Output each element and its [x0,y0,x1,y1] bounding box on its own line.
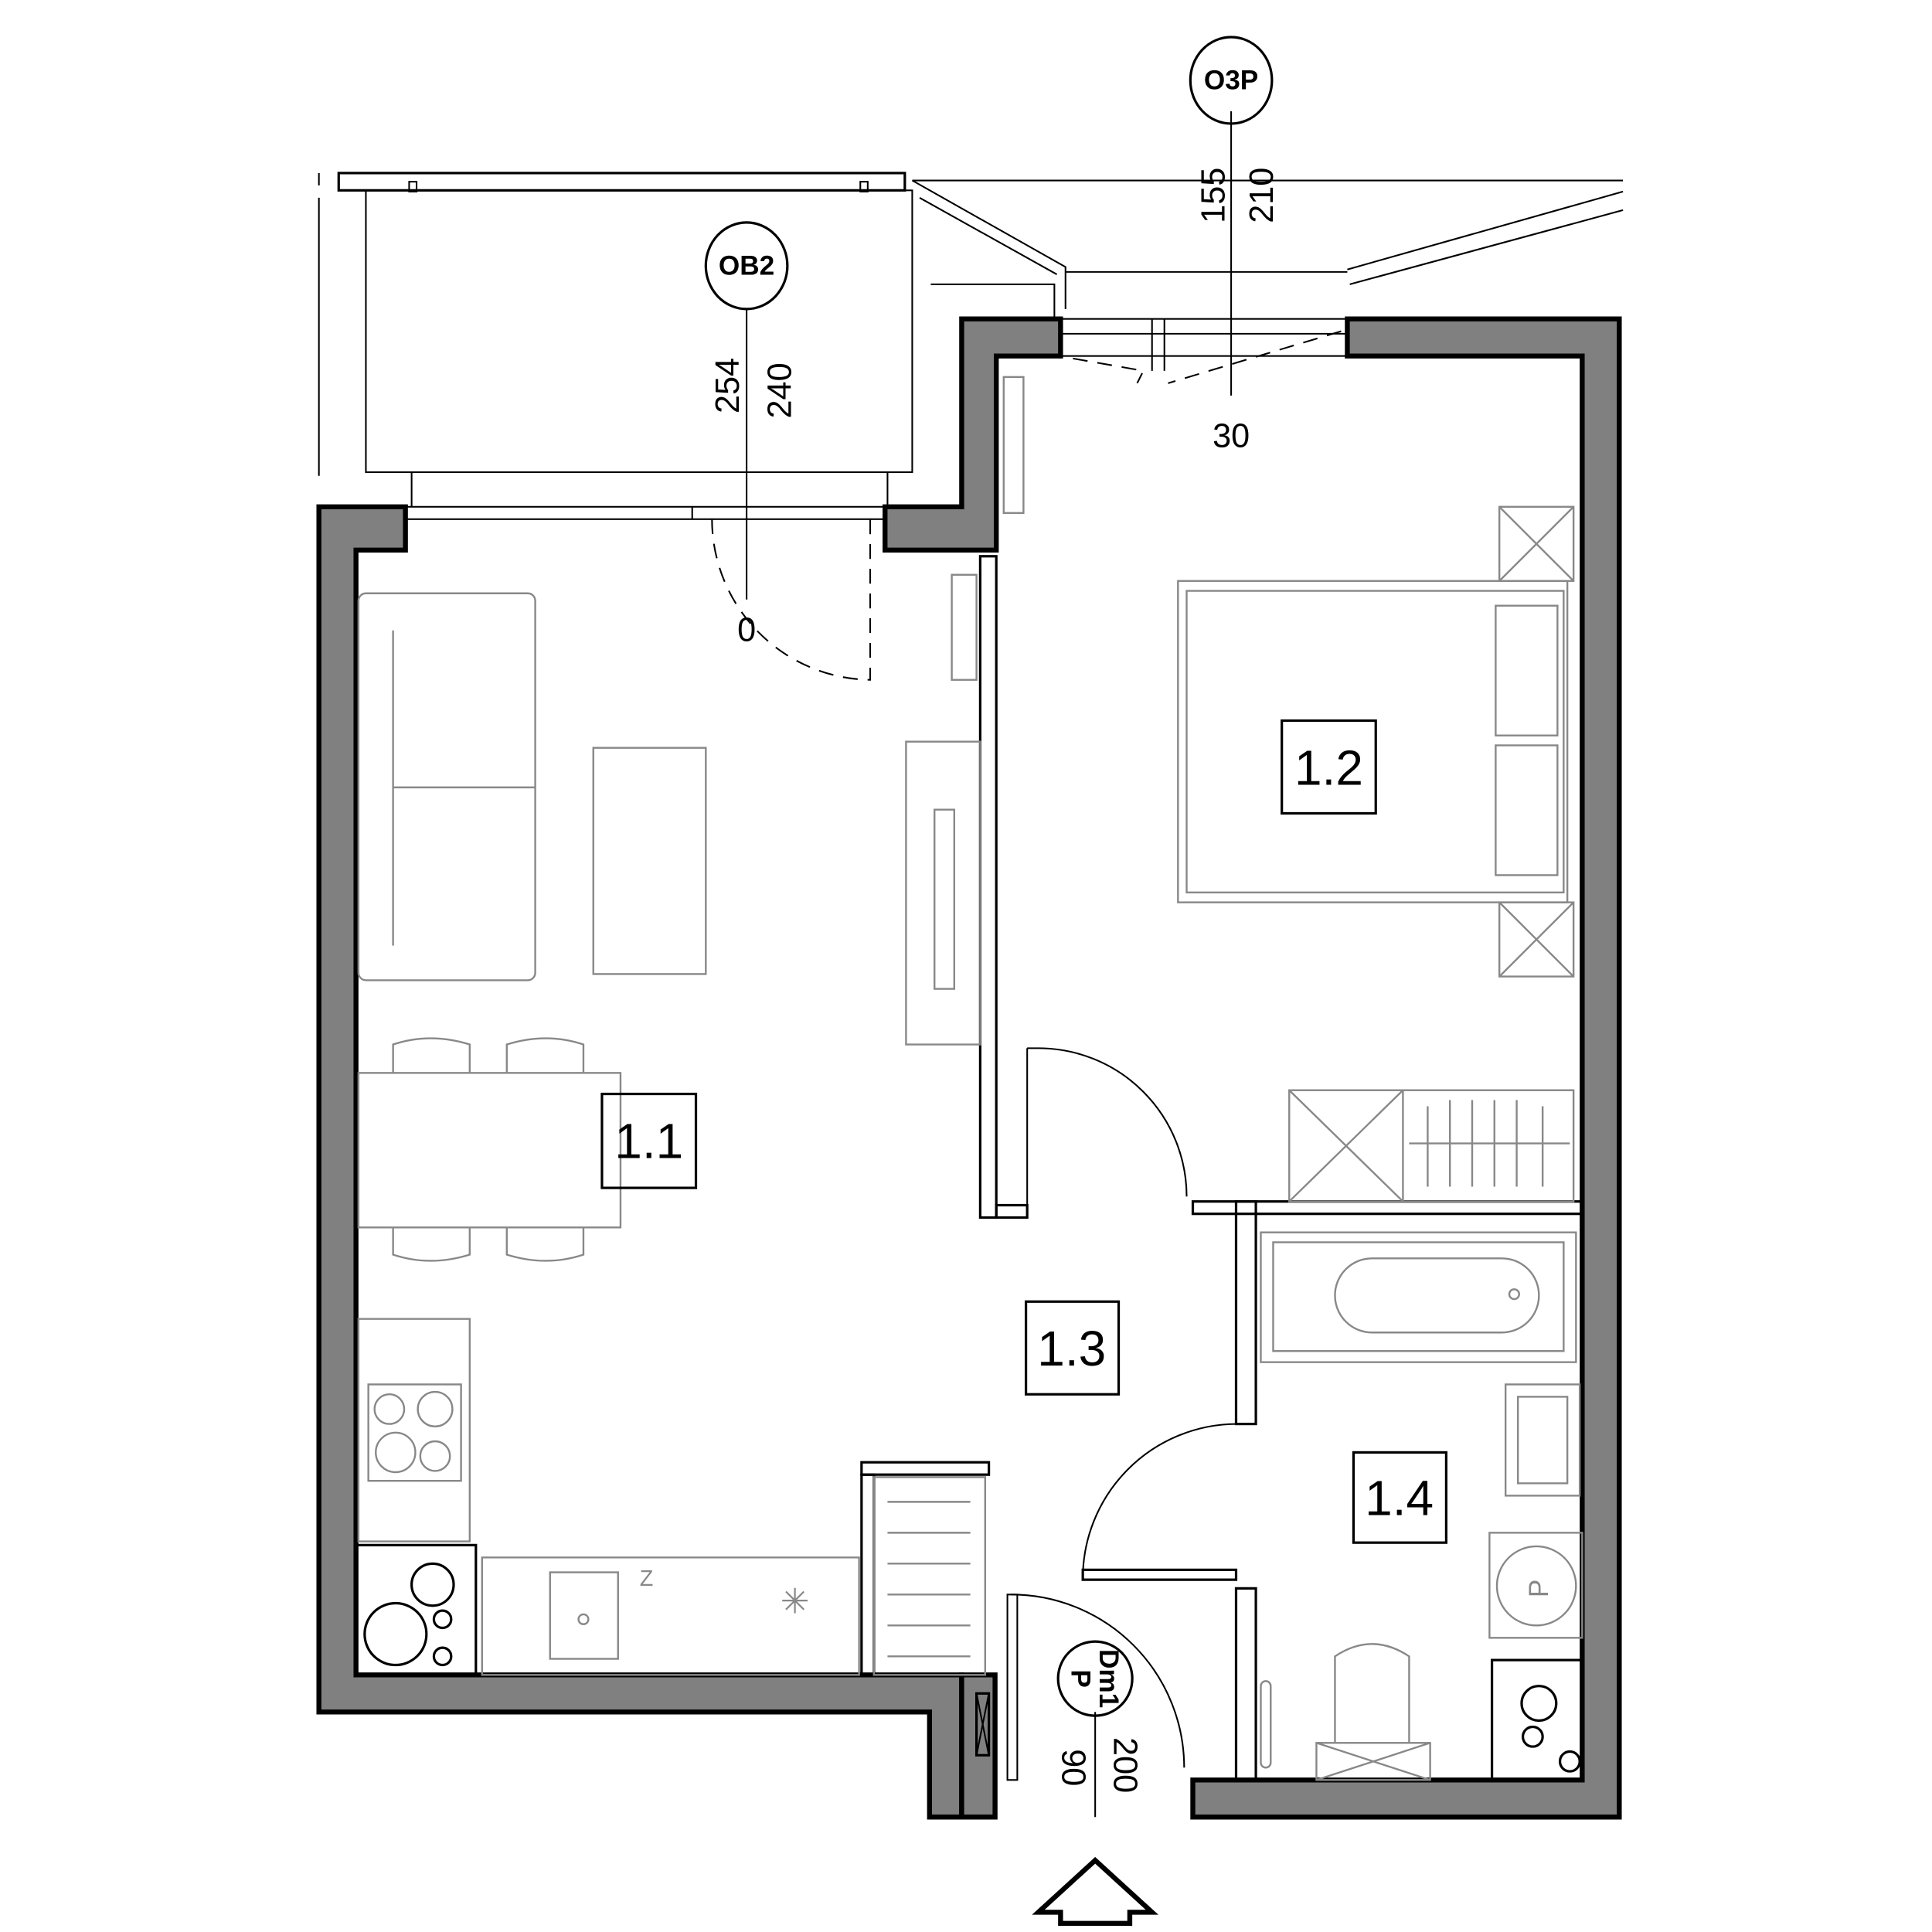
balcony-door-sill: 0 [737,612,756,649]
partitions: Dm1 P 90 200 [860,555,1583,1927]
balcony-door-dim-b: 240 [761,362,798,418]
window-tag: O3P [1204,65,1258,95]
fridge-label: Z [640,1566,654,1591]
balcony-door-dim-a: 254 [709,358,747,413]
window-sill: 30 [1213,418,1250,455]
balcony [318,172,1624,507]
window: O3P 155 210 30 [1060,36,1349,455]
room-label-1-3: 1.3 [1024,1300,1121,1396]
svg-text:1.2: 1.2 [1294,740,1363,795]
svg-text:1.4: 1.4 [1365,1471,1434,1526]
furniture: Z ✳ P [355,376,1583,1781]
room-label-1-4: 1.4 [1352,1451,1448,1544]
freezer-icon: ✳ [781,1582,810,1621]
room-label-1-1: 1.1 [600,1092,698,1189]
svg-text:1.3: 1.3 [1037,1321,1106,1376]
entrance-door-width: 90 [1054,1749,1091,1786]
room-label-1-2: 1.2 [1281,719,1377,815]
entrance-arrow-icon [1032,1856,1158,1927]
balcony-door: OB2 254 240 0 [404,221,886,681]
window-dim-a: 155 [1196,168,1233,223]
entrance-door-tag-line1: Dm1 [1094,1649,1124,1708]
balcony-door-tag: OB2 [719,250,774,281]
washer-label: P [1524,1580,1554,1597]
walls [316,316,1622,1820]
svg-text:1.1: 1.1 [614,1113,683,1168]
entrance-door-tag-line2: P [1065,1669,1095,1687]
entrance-door-height: 200 [1107,1737,1144,1793]
window-dim-b: 210 [1243,168,1281,223]
